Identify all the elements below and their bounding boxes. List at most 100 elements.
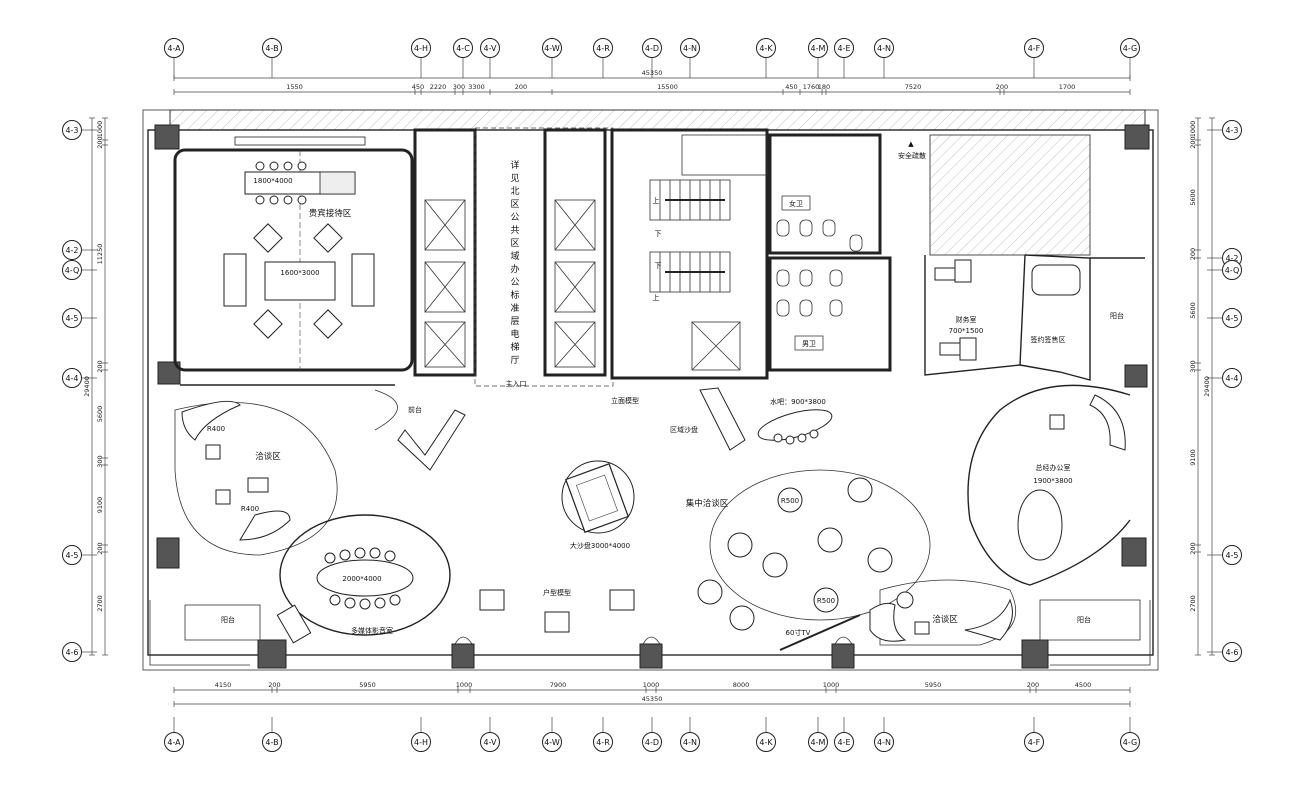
left-total-dimension: 29400: [83, 117, 95, 656]
axis-label: 4-Q: [65, 266, 80, 275]
top-total-dimension: 45350: [173, 69, 1131, 81]
tv-label: 60寸TV: [786, 628, 811, 637]
dimension-value: 2700: [1189, 595, 1197, 612]
axis-label: 4-B: [265, 738, 278, 747]
dimension-value: 200: [96, 360, 104, 372]
axis-bottom-0: 4-A: [164, 717, 184, 752]
axis-right-5: 4-5: [1207, 545, 1242, 565]
dimension-value: 1760: [803, 83, 820, 91]
dimension-value: 180: [818, 83, 830, 91]
axis-label: 4-K: [759, 44, 773, 53]
elevator-core: 详见北区公共区域办公标准层电梯厅: [413, 127, 614, 387]
water-bar-label: 水吧：900*3800: [770, 397, 826, 406]
elevator-hall-text: 详见北区公共区域办公标准层电梯厅: [510, 159, 519, 366]
dimension-value: 1000: [456, 681, 473, 689]
axis-label: 4-H: [414, 44, 428, 53]
axis-top-6: 4-R: [593, 38, 613, 78]
dimension-value: 200: [96, 136, 104, 148]
manager-office: 总经办公室 1900*3800: [967, 384, 1131, 586]
axis-label: 4-3: [1225, 126, 1238, 135]
axis-label: 4-R: [596, 44, 610, 53]
manager-table-label: 1900*3800: [1033, 477, 1072, 485]
dimension-value: 5950: [925, 681, 942, 689]
axis-label: 4-5: [1225, 314, 1238, 323]
dimension-value: 5600: [96, 406, 104, 423]
signing-area-label: 签约签售区: [1031, 335, 1066, 344]
dimension-value: 1000: [96, 121, 104, 138]
dimension-value: 300: [96, 455, 104, 467]
manager-office-label: 总经办公室: [1036, 463, 1071, 472]
concentrated-negotiation-label: 集中洽谈区: [686, 498, 729, 509]
dimension-value: 200: [1189, 248, 1197, 260]
axis-label: 4-4: [65, 374, 78, 383]
axis-top-7: 4-D: [642, 38, 662, 78]
axis-label: 4-G: [1123, 44, 1137, 53]
multimedia-table-label: 2000*4000: [342, 575, 381, 583]
axis-label: 4-3: [65, 126, 78, 135]
stair-core: 上 下 下 上: [610, 128, 769, 380]
axis-bottom-12: 4-F: [1024, 717, 1044, 752]
balcony-right-label: 阳台: [1110, 311, 1124, 320]
escape-arrow-icon: ▲: [908, 140, 914, 148]
axis-bottom-10: 4-E: [834, 717, 854, 752]
axis-left-4: 4-4: [62, 368, 97, 388]
hatched-walls: [169, 109, 1146, 256]
axis-left-6: 4-6: [62, 642, 97, 662]
multimedia-room-label: 多媒体影音室: [351, 626, 393, 635]
negotiation-area-right: 洽谈区: [869, 579, 1017, 646]
dimension-value: 1700: [1059, 83, 1076, 91]
axis-left-1: 4-2: [62, 240, 97, 260]
axis-label: 4-6: [65, 648, 78, 657]
female-wc-label: 女卫: [789, 199, 803, 208]
axis-label: 4-W: [544, 738, 560, 747]
axis-bottom-9: 4-M: [808, 717, 828, 752]
axis-top-12: 4-N: [874, 38, 894, 78]
finance-and-signing-rooms: 财务室 700*1500 签约签售区 阳台: [924, 254, 1145, 381]
axis-label: 4-K: [759, 738, 773, 747]
bottom-total-dimension: 45350: [173, 695, 1131, 707]
axis-top-10: 4-M: [808, 38, 828, 78]
dimension-value: 200: [96, 542, 104, 554]
axis-label: 4-5: [65, 551, 78, 560]
axis-label: 4-G: [1123, 738, 1137, 747]
axis-label: 4-5: [65, 314, 78, 323]
axis-top-13: 4-F: [1024, 38, 1044, 78]
axis-top-4: 4-V: [480, 38, 500, 78]
dimension-value: 4150: [215, 681, 232, 689]
dimension-value: 11250: [96, 244, 104, 265]
axis-top-2: 4-H: [411, 38, 431, 78]
male-wc-label: 男卫: [802, 340, 816, 348]
dimension-value: 5950: [359, 681, 376, 689]
dimension-value: 1000: [643, 681, 660, 689]
axis-label: 4-5: [1225, 551, 1238, 560]
dimension-value: 200: [1189, 542, 1197, 554]
axis-label: 4-R: [596, 738, 610, 747]
axis-label: 4-A: [167, 738, 181, 747]
dimension-value: 9100: [1189, 449, 1197, 466]
dimension-value: 1000: [1189, 121, 1197, 138]
multimedia-room: 2000*4000 多媒体影音室: [276, 514, 451, 644]
dimension-value: 5600: [1189, 302, 1197, 319]
dimension-value: 7520: [905, 83, 922, 91]
negotiation-label-left: 洽谈区: [255, 451, 281, 462]
axis-label: 4-A: [167, 44, 181, 53]
axis-label: 4-D: [645, 44, 659, 53]
radius-label-4: R500: [817, 597, 835, 605]
axis-right-0: 4-3: [1207, 120, 1242, 140]
vip-table-label: 1800*4000: [253, 177, 292, 185]
facade-model-label: 立面模型: [611, 396, 639, 405]
axis-label: 4-V: [484, 738, 498, 747]
axis-label: 4-N: [683, 44, 697, 53]
axis-label: 4-W: [544, 44, 560, 53]
axis-bottom-6: 4-D: [642, 717, 662, 752]
dimension-value: 29400: [1203, 376, 1211, 397]
radius-label-2: R400: [241, 505, 259, 513]
axis-right-4: 4-4: [1207, 368, 1242, 388]
stair-up-2: 上: [653, 293, 660, 302]
radius-label-3: R500: [781, 497, 799, 505]
axis-label: 4-F: [1028, 738, 1041, 747]
